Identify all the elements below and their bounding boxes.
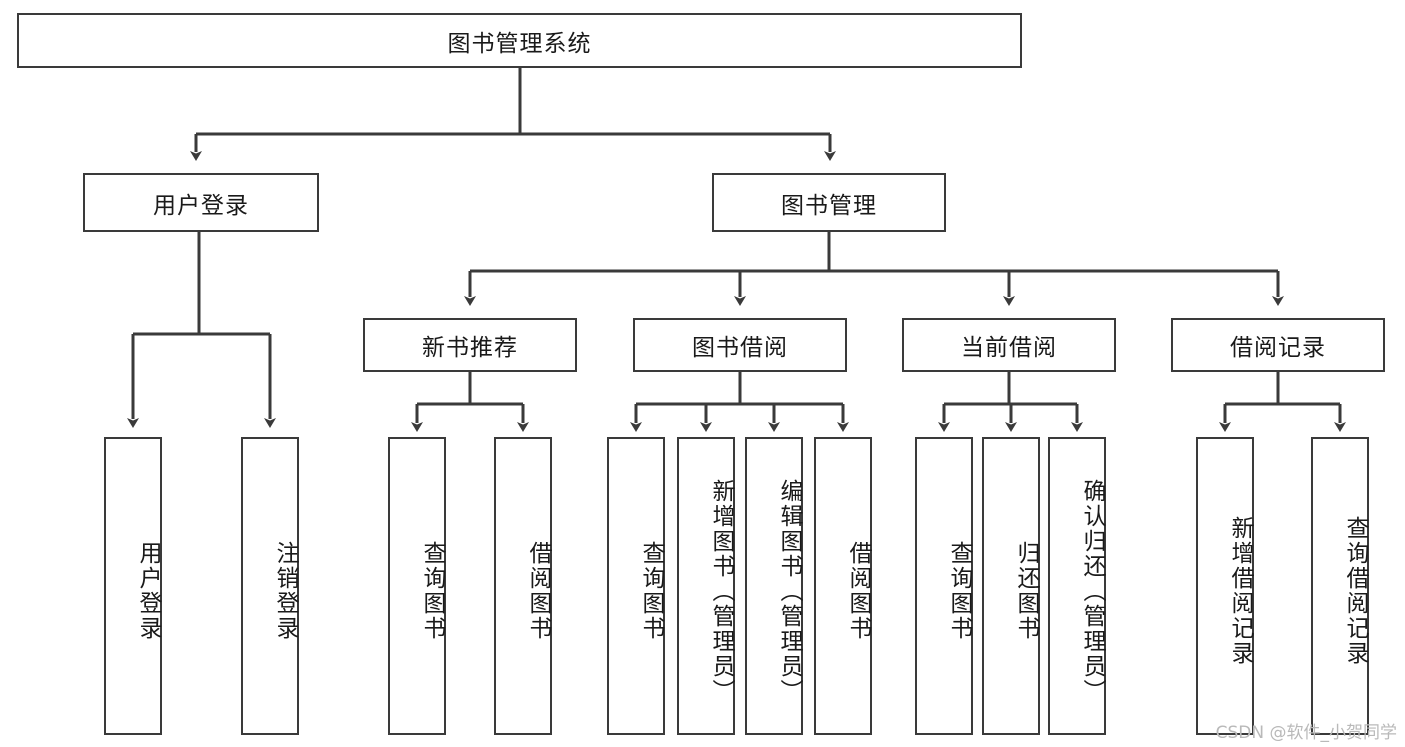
watermark: CSDN @软件_小贺同学 <box>1215 723 1397 743</box>
leaf-borrow-book-1[interactable]: 借阅图书 <box>494 437 552 735</box>
leaf-borrow-book-2[interactable]: 借阅图书 <box>814 437 872 735</box>
node-book-management-label: 图书管理 <box>781 192 877 219</box>
leaf-add-record[interactable]: 新增借阅记录 <box>1196 437 1254 735</box>
leaf-add-book-label: 新增图书（管理员） <box>708 478 734 704</box>
node-borrow-record[interactable]: 借阅记录 <box>1171 318 1385 372</box>
leaf-add-record-label: 新增借阅记录 <box>1227 516 1253 666</box>
leaf-edit-book-label: 编辑图书（管理员） <box>776 478 802 704</box>
leaf-query-book-2-label: 查询图书 <box>638 541 664 641</box>
leaf-query-book-3-label: 查询图书 <box>946 541 972 641</box>
node-borrow-record-label: 借阅记录 <box>1230 335 1326 361</box>
leaf-borrow-book-1-label: 借阅图书 <box>525 541 551 641</box>
leaf-return-book-label: 归还图书 <box>1013 541 1039 641</box>
leaf-query-book-2[interactable]: 查询图书 <box>607 437 665 735</box>
node-book-borrow[interactable]: 图书借阅 <box>633 318 847 372</box>
leaf-query-book-1-label: 查询图书 <box>419 541 445 641</box>
node-root[interactable]: 图书管理系统 <box>17 13 1022 68</box>
node-current-borrow-label: 当前借阅 <box>961 335 1057 361</box>
node-new-book-recommend-label: 新书推荐 <box>422 335 518 361</box>
node-user-login-label: 用户登录 <box>153 192 249 219</box>
leaf-user-logout-label: 注销登录 <box>272 541 298 641</box>
node-book-borrow-label: 图书借阅 <box>692 335 788 361</box>
leaf-borrow-book-2-label: 借阅图书 <box>845 541 871 641</box>
node-current-borrow[interactable]: 当前借阅 <box>902 318 1116 372</box>
node-user-login[interactable]: 用户登录 <box>83 173 319 232</box>
leaf-query-book-3[interactable]: 查询图书 <box>915 437 973 735</box>
leaf-confirm-return-label: 确认归还（管理员） <box>1079 478 1105 704</box>
leaf-user-logout[interactable]: 注销登录 <box>241 437 299 735</box>
leaf-add-book[interactable]: 新增图书（管理员） <box>677 437 735 735</box>
leaf-edit-book[interactable]: 编辑图书（管理员） <box>745 437 803 735</box>
leaf-confirm-return[interactable]: 确认归还（管理员） <box>1048 437 1106 735</box>
leaf-query-book-1[interactable]: 查询图书 <box>388 437 446 735</box>
leaf-query-record[interactable]: 查询借阅记录 <box>1311 437 1369 735</box>
node-root-label: 图书管理系统 <box>447 30 592 57</box>
leaf-user-login-label: 用户登录 <box>135 541 161 641</box>
node-new-book-recommend[interactable]: 新书推荐 <box>363 318 577 372</box>
leaf-return-book[interactable]: 归还图书 <box>982 437 1040 735</box>
node-book-management[interactable]: 图书管理 <box>712 173 946 232</box>
leaf-user-login[interactable]: 用户登录 <box>104 437 162 735</box>
leaf-query-record-label: 查询借阅记录 <box>1342 516 1368 666</box>
